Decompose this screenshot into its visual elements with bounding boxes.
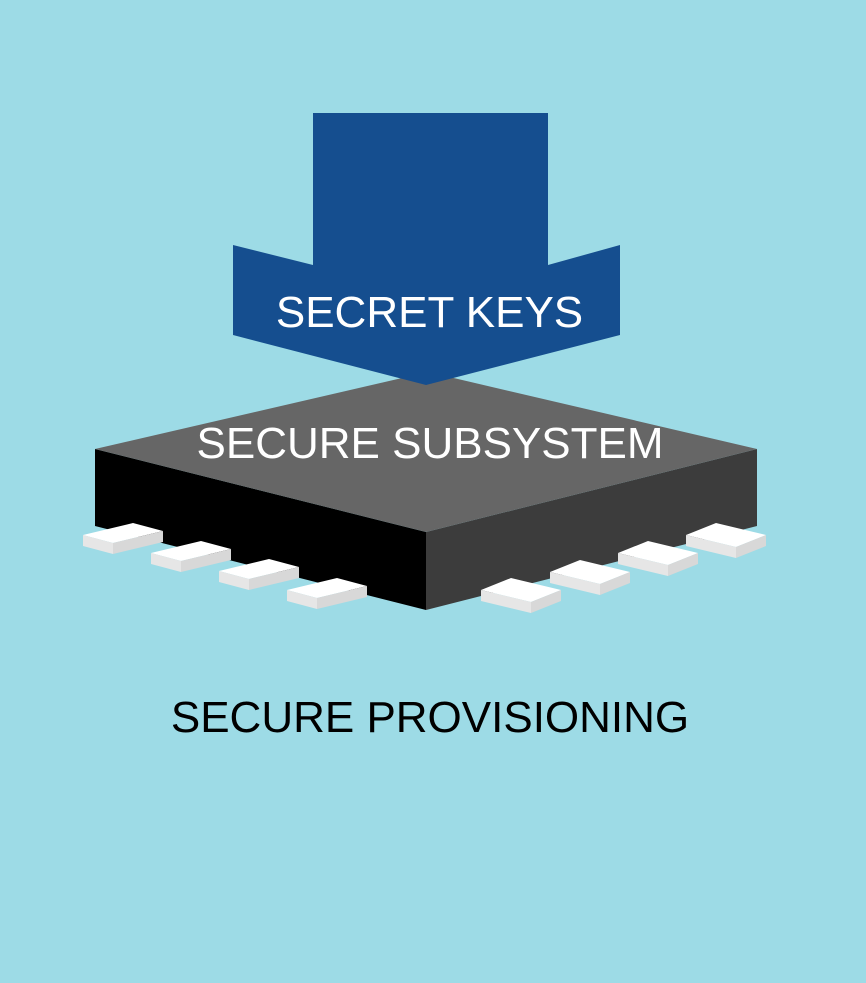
pin [83,523,163,554]
arrow-label: SECRET KEYS [275,288,584,337]
chip [95,372,757,610]
down-arrow-icon [233,113,620,385]
right-pins [481,523,766,613]
pin [550,560,630,595]
chip-left-face [95,449,426,610]
pin [219,559,299,590]
chip-top-face [95,372,757,532]
pin [151,541,231,572]
pin [618,541,698,576]
chip-label: SECURE SUBSYSTEM [196,419,664,468]
chip-right-face [426,449,757,610]
caption: SECURE PROVISIONING [170,693,690,742]
left-pins [83,523,367,609]
pin [686,523,766,558]
pin [287,578,367,609]
pin [481,578,561,613]
